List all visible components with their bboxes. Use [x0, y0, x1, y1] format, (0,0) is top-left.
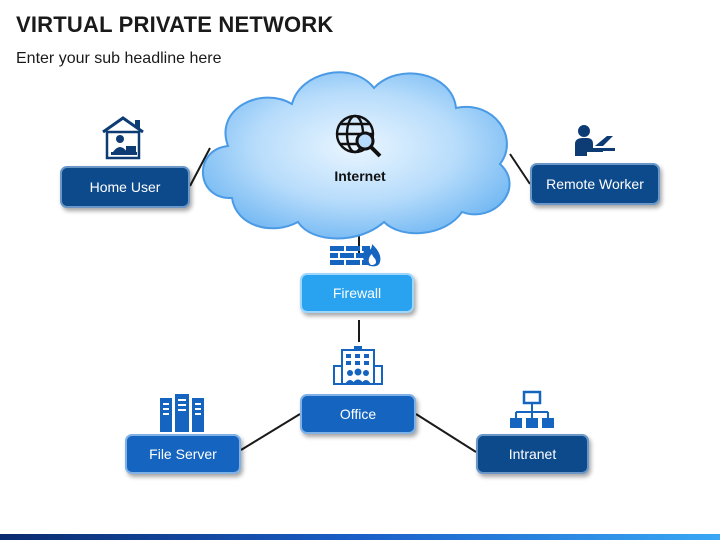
- line-office-intranet: [415, 413, 477, 453]
- office-building-icon: [333, 346, 383, 385]
- firewall-node[interactable]: Firewall: [300, 273, 414, 313]
- line-remote-cloud: [509, 153, 531, 185]
- remote-worker-node[interactable]: Remote Worker: [530, 163, 660, 205]
- home-user-label: Home User: [89, 179, 161, 195]
- globe-search-icon: [335, 114, 382, 158]
- office-node[interactable]: Office: [300, 394, 416, 434]
- line-home-cloud: [189, 147, 211, 187]
- home-user-node[interactable]: Home User: [60, 166, 190, 208]
- network-hierarchy-icon: [510, 390, 554, 428]
- server-rack-icon: [160, 394, 204, 432]
- intranet-label: Intranet: [508, 446, 557, 462]
- page-title: VIRTUAL PRIVATE NETWORK: [16, 12, 334, 37]
- page-subtitle: Enter your sub headline here: [16, 50, 222, 67]
- office-label: Office: [339, 406, 377, 422]
- file-server-node[interactable]: File Server: [125, 434, 241, 474]
- remote-worker-label: Remote Worker: [546, 176, 644, 192]
- laptop-user-icon: [575, 125, 615, 156]
- intranet-node[interactable]: Intranet: [476, 434, 589, 474]
- line-office-fileserver: [240, 413, 301, 451]
- connector-lines: [189, 147, 531, 453]
- internet-label: Internet: [334, 168, 386, 184]
- bottom-accent-bar: [0, 534, 720, 540]
- home-worker-icon: [102, 116, 144, 160]
- file-server-label: File Server: [149, 446, 217, 462]
- firewall-icon: [330, 244, 381, 267]
- firewall-label: Firewall: [332, 285, 382, 301]
- internet-cloud: [202, 71, 511, 240]
